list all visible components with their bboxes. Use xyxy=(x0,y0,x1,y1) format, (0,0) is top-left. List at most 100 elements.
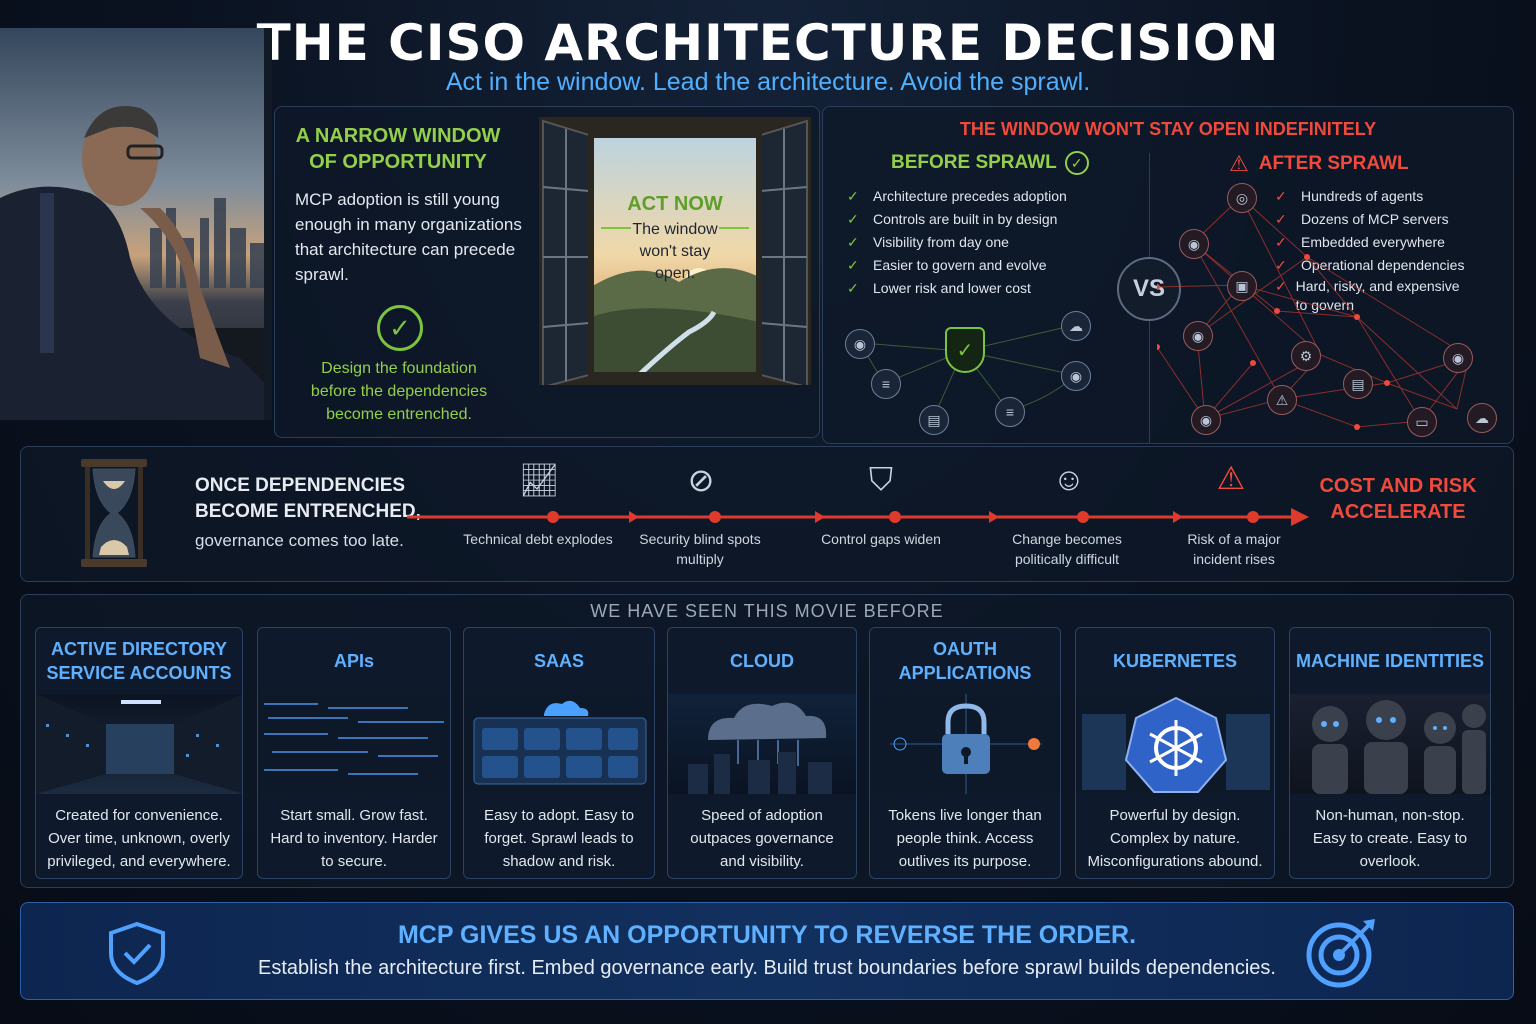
check-icon: ✓ xyxy=(1275,234,1287,250)
sprawl-network-diagram: ◎ ◉ ▣ ◉ ⚙ ◉ ⚠ ▤ ▤ ▭ ◉ ☁ xyxy=(1157,177,1513,443)
window-panel: A NARROW WINDOW OF OPPORTUNITY MCP adopt… xyxy=(274,106,820,438)
movie-card: OAUTH APPLICATIONS Tokens live longer th… xyxy=(869,627,1061,879)
warning-icon: ⚠ xyxy=(1229,151,1249,176)
server-icon: ▤ xyxy=(919,405,949,435)
robots-image xyxy=(1290,694,1490,794)
target-icon xyxy=(1305,917,1377,989)
user-icon: ◉ xyxy=(845,329,875,359)
people-icon: ☺ xyxy=(1052,461,1086,497)
card-title: SAAS xyxy=(533,651,584,671)
timeline-lead-body: governance comes too late. xyxy=(195,531,404,550)
list-item: ✓Visibility from day one xyxy=(847,231,1067,254)
cta-headline: MCP GIVES US AN OPPORTUNITY TO REVERSE T… xyxy=(397,921,1137,949)
padlock-image xyxy=(870,694,1060,794)
movie-card: MACHINE IDENTITIES Non-human, non-stop. … xyxy=(1289,627,1491,879)
card-title: MACHINE IDENTITIES xyxy=(1296,651,1485,671)
laptop-icon: ▭ xyxy=(1407,407,1437,437)
after-title-row: ⚠ AFTER SPRAWL xyxy=(1229,151,1409,177)
check-icon: ✓ xyxy=(1275,257,1287,273)
window-heading: A NARROW WINDOW OF OPPORTUNITY xyxy=(295,125,501,173)
movie-card: CLOUD Speed of adoption outpaces governa… xyxy=(667,627,857,879)
broken-shield-icon: ⛉ xyxy=(868,461,893,497)
vs-badge: VS xyxy=(1117,257,1181,321)
saas-dashboard-image xyxy=(464,694,654,794)
list-item: ✓Dozens of MCP servers xyxy=(1275,208,1475,231)
check-circle-icon: ✓ xyxy=(377,305,423,351)
gear-icon: ⚙ xyxy=(1291,341,1321,371)
shield-icon: ✓ xyxy=(945,327,985,373)
warning-icon: ⚠ xyxy=(1267,385,1297,415)
cta-body: Establish the architecture first. Embed … xyxy=(258,957,1276,979)
warning-icon: ⚠ xyxy=(1216,460,1246,496)
card-description: Created for convenience. Over time, unkn… xyxy=(47,807,231,870)
hourglass-icon xyxy=(77,457,151,569)
list-item: ✓Embedded everywhere xyxy=(1275,231,1475,254)
timeline-step: Risk of a major incident rises xyxy=(1187,531,1281,567)
check-icon: ✓ xyxy=(1275,188,1287,204)
cloud-icon: ☁ xyxy=(1061,311,1091,341)
before-title: BEFORE SPRAWL xyxy=(891,152,1057,173)
movie-heading: WE HAVE SEEN THIS MOVIE BEFORE xyxy=(590,601,944,621)
before-list: ✓Architecture precedes adoption ✓Control… xyxy=(847,185,1067,300)
check-icon: ✓ xyxy=(1275,278,1287,294)
user-icon: ◉ xyxy=(1443,343,1473,373)
before-title-row: BEFORE SPRAWL ✓ xyxy=(891,151,1089,175)
movie-card: SAAS Easy to adopt. Easy to forget. Spra… xyxy=(463,627,655,879)
robot-icon: ▣ xyxy=(1227,271,1257,301)
act-now-label: ACT NOW xyxy=(627,193,723,215)
check-icon: ✓ xyxy=(847,234,859,250)
list-item: ✓Operational dependencies xyxy=(1275,254,1475,277)
list-item: ✓Hundreds of agents xyxy=(1275,185,1475,208)
shield-check-icon xyxy=(107,921,167,986)
timeline-step: Security blind spots multiply xyxy=(639,531,761,567)
cost-risk-label: COST AND RISK ACCELERATE xyxy=(1319,475,1477,523)
list-item: ✓Architecture precedes adoption xyxy=(847,185,1067,208)
card-title: CLOUD xyxy=(730,651,794,671)
user-icon: ◉ xyxy=(1061,361,1091,391)
card-title: ACTIVE DIRECTORY SERVICE ACCOUNTS xyxy=(46,639,232,683)
page-title: THE CISO ARCHITECTURE DECISION xyxy=(256,14,1280,72)
timeline-step: Technical debt explodes xyxy=(463,531,613,547)
list-item: ✓Lower risk and lower cost xyxy=(847,277,1067,300)
cta-banner: MCP GIVES US AN OPPORTUNITY TO REVERSE T… xyxy=(20,902,1514,1000)
open-window-illustration: ACT NOW The window won't stay open. xyxy=(539,117,811,389)
cloud-city-image xyxy=(668,694,856,794)
eye-off-icon: ⊘ xyxy=(687,462,715,498)
check-icon: ✓ xyxy=(847,188,859,204)
list-item: ✓Easier to govern and evolve xyxy=(847,254,1067,277)
list-item: ✓Hard, risky, and expensive to govern xyxy=(1275,278,1460,313)
card-title: KUBERNETES xyxy=(1112,651,1237,671)
card-title: OAUTH APPLICATIONS xyxy=(898,639,1032,683)
card-description: Speed of adoption outpaces governance an… xyxy=(690,807,834,870)
timeline-step: Change becomes politically difficult xyxy=(1012,531,1122,567)
movie-card: KUBERNETES Powerful by design. Complex b… xyxy=(1075,627,1275,879)
timeline-panel: ONCE DEPENDENCIES BECOME ENTRENCHED, gov… xyxy=(20,446,1514,582)
server-icon: ▤ xyxy=(1343,369,1373,399)
organized-network-diagram: ◉ ≡ ▤ ≡ ☁ ◉ ✓ xyxy=(823,297,1149,437)
user-icon: ◉ xyxy=(1191,405,1221,435)
user-icon: ◉ xyxy=(1183,321,1213,351)
movie-card: ACTIVE DIRECTORY SERVICE ACCOUNTS Create… xyxy=(35,627,243,879)
check-icon: ✓ xyxy=(847,280,859,296)
sprawl-heading: THE WINDOW WON'T STAY OPEN INDEFINITELY xyxy=(959,119,1377,139)
agent-icon: ◎ xyxy=(1227,183,1257,213)
cloud-icon: ☁ xyxy=(1467,403,1497,433)
card-description: Non-human, non-stop. Easy to create. Eas… xyxy=(1312,807,1468,870)
card-description: Start small. Grow fast. Hard to inventor… xyxy=(270,807,438,870)
check-icon: ✓ xyxy=(1275,211,1287,227)
window-note: The window won't stay open. xyxy=(632,221,718,282)
card-description: Powerful by design. Complex by nature. M… xyxy=(1087,807,1263,870)
card-title: APIs xyxy=(333,651,375,671)
timeline-step: Control gaps widen xyxy=(821,531,941,547)
kubernetes-image xyxy=(1076,694,1274,794)
list-item: ✓Controls are built in by design xyxy=(847,208,1067,231)
database-icon: ≡ xyxy=(871,369,901,399)
card-description: Easy to adopt. Easy to forget. Sprawl le… xyxy=(483,807,635,870)
code-screens-image xyxy=(258,694,450,794)
timeline-lead-heading: ONCE DEPENDENCIES BECOME ENTRENCHED, xyxy=(195,475,421,522)
database-icon: ≡ xyxy=(995,397,1025,427)
movie-panel: WE HAVE SEEN THIS MOVIE BEFORE ACTIVE DI… xyxy=(20,594,1514,888)
user-icon: ◉ xyxy=(1179,229,1209,259)
card-description: Tokens live longer than people think. Ac… xyxy=(888,807,1042,870)
after-list: ✓Hundreds of agents ✓Dozens of MCP serve… xyxy=(1275,185,1475,315)
